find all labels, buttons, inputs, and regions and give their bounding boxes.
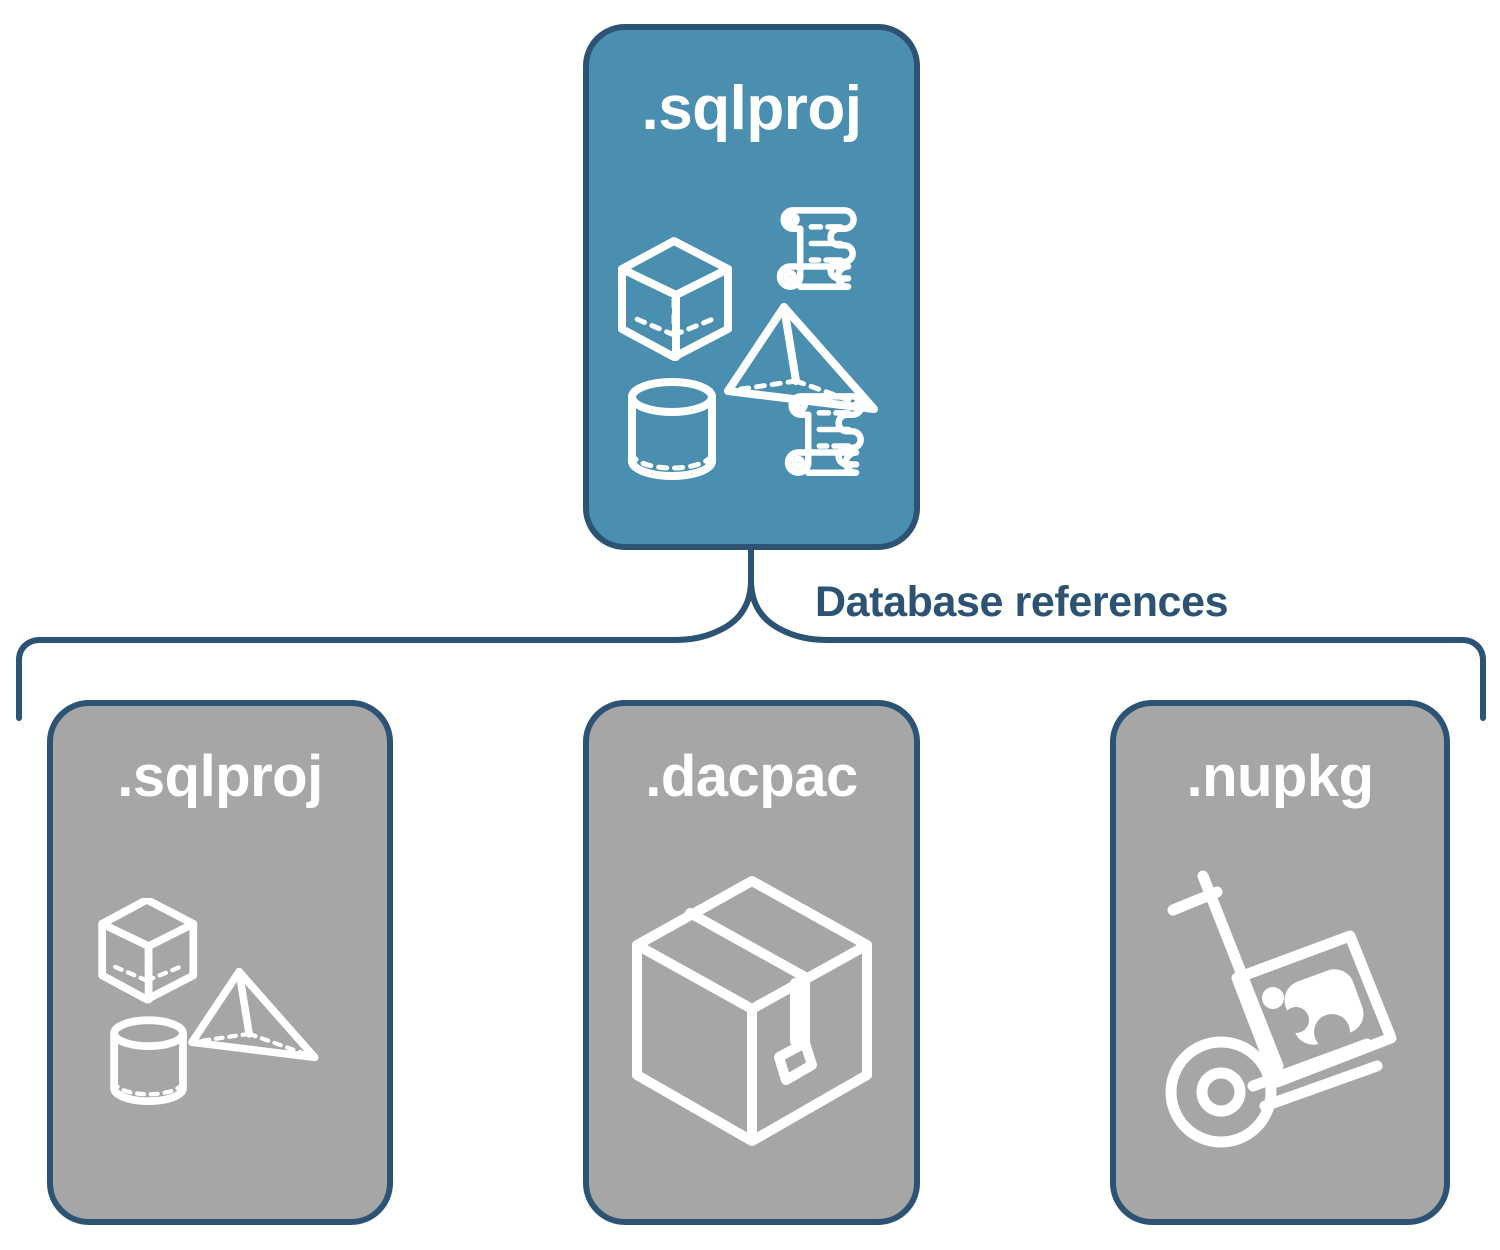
- cylinder-icon: [110, 1015, 187, 1105]
- nuget-package-icon: [1262, 969, 1364, 1050]
- connector-label: Database references: [815, 578, 1229, 626]
- hand-truck-icon: [1165, 870, 1397, 1148]
- card-title: .dacpac: [645, 744, 858, 809]
- card-title: .sqlproj: [641, 74, 862, 143]
- cube-icon: [617, 237, 732, 361]
- icon-area-shapes: [53, 806, 387, 1219]
- scroll-icon: [776, 207, 857, 290]
- cylinder-icon: [627, 378, 716, 480]
- cube-icon: [98, 897, 198, 1003]
- package-box-icon: [631, 876, 872, 1146]
- reference-card-sqlproj[interactable]: .sqlproj: [47, 700, 393, 1225]
- card-title: .nupkg: [1186, 744, 1374, 809]
- reference-card-dacpac[interactable]: .dacpac: [583, 700, 920, 1225]
- database-objects-icon-group: [617, 207, 878, 480]
- icon-area-package: [589, 806, 914, 1219]
- node-card-sqlproj-root[interactable]: .sqlproj: [583, 24, 920, 550]
- scroll-icon: [784, 393, 865, 476]
- reference-card-nupkg[interactable]: .nupkg: [1110, 700, 1450, 1225]
- icon-area-hand-truck: [1116, 806, 1444, 1219]
- pyramid-icon: [188, 967, 319, 1061]
- icon-area-shapes-scrolls: [589, 140, 914, 544]
- card-title: .sqlproj: [117, 744, 323, 809]
- database-objects-icon-group: [98, 897, 319, 1105]
